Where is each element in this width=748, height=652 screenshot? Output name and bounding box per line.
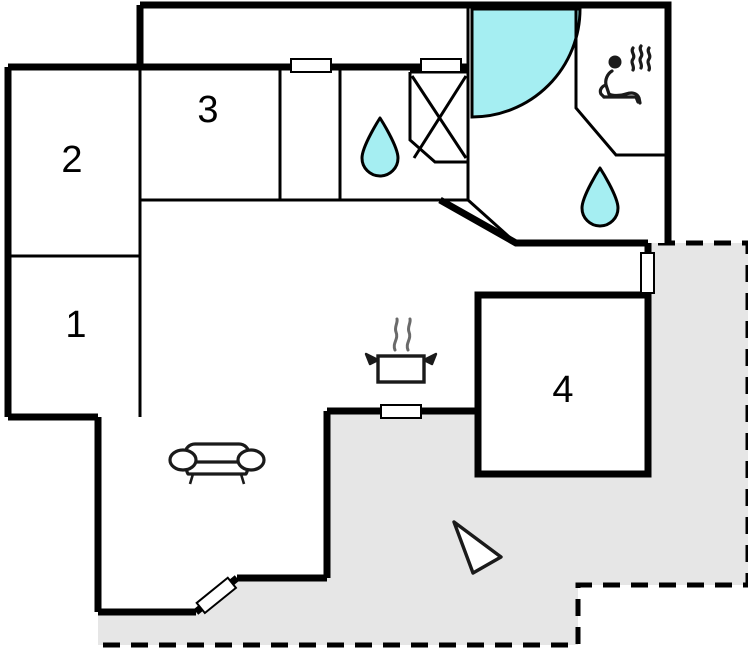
room-label-1: 1 (65, 304, 86, 346)
cooking-pot-icon (364, 317, 438, 384)
opening-markers (195, 58, 655, 615)
room-label-2: 2 (61, 139, 82, 181)
water-drop-icon-left (360, 116, 400, 178)
north-arrow-icon (452, 520, 503, 575)
bathtub-icon (470, 7, 582, 119)
sofa-icon (168, 442, 266, 485)
sauna-icon (598, 44, 652, 105)
terrace-area (98, 240, 748, 648)
room-label-3: 3 (197, 89, 218, 131)
window-marker-top-right (420, 58, 462, 73)
window-marker-top-left (290, 58, 332, 73)
exterior-walls (4, 1, 672, 616)
room-label-4: 4 (552, 369, 573, 411)
water-drop-icon-right (580, 166, 620, 228)
door-marker-diagonal (195, 576, 238, 615)
window-marker-right (640, 252, 655, 294)
door-marker-kitchen (380, 404, 422, 419)
